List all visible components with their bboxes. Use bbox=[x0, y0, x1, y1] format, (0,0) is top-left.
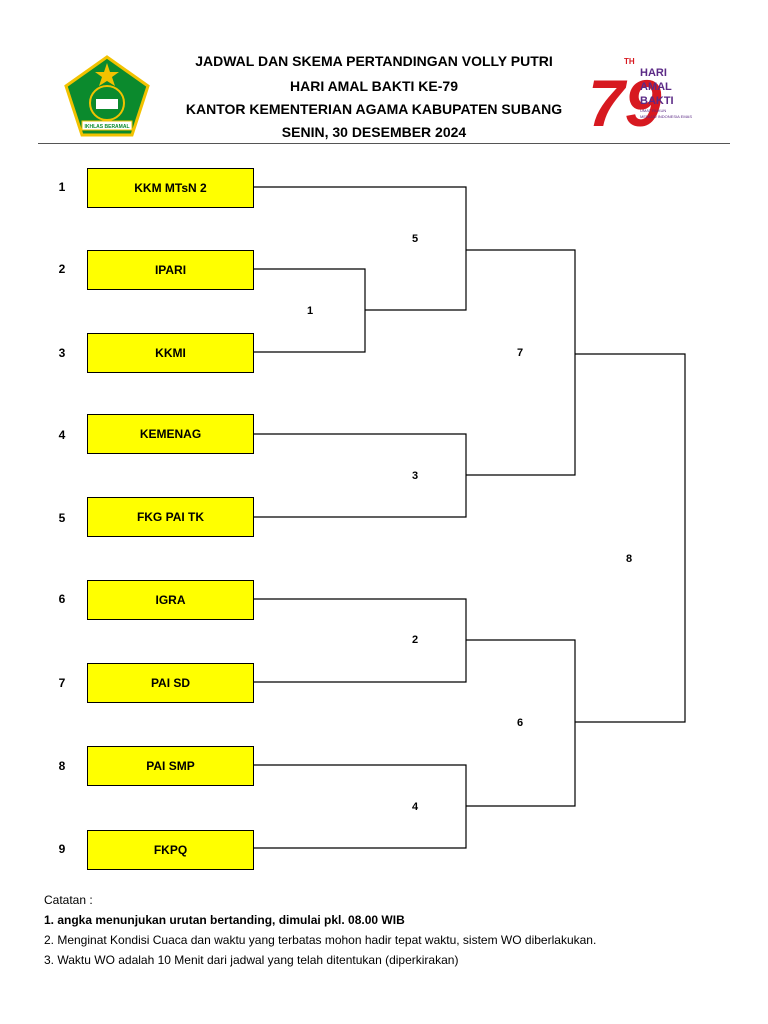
match-5-connector bbox=[254, 186, 467, 311]
team-number-4: 4 bbox=[58, 428, 66, 442]
match-label-2: 2 bbox=[412, 634, 419, 646]
logo-circle bbox=[89, 85, 125, 121]
match-label-1: 1 bbox=[307, 305, 314, 317]
hab-79-logo: 79 TH HARI AMAL BAKTI UMAT RUKUN MENUJU … bbox=[588, 57, 692, 138]
logo-amal: AMAL bbox=[640, 81, 672, 93]
note-2: 2. Menginat Kondisi Cuaca dan waktu yang… bbox=[44, 933, 597, 947]
match-6-connector bbox=[466, 639, 576, 807]
header-divider bbox=[38, 143, 730, 144]
team-box-7: PAI SD bbox=[87, 663, 254, 703]
match-label-8: 8 bbox=[626, 553, 633, 565]
match-3-connector bbox=[254, 433, 467, 518]
team-number-7: 7 bbox=[58, 676, 66, 690]
title-line-3: KANTOR KEMENTERIAN AGAMA KABUPATEN SUBAN… bbox=[185, 101, 563, 117]
match-label-4: 4 bbox=[412, 801, 419, 813]
kemenag-logo: IKHLAS BERAMAL bbox=[64, 55, 150, 137]
team-number-1: 1 bbox=[58, 180, 66, 194]
logo-star bbox=[95, 63, 119, 86]
team-number-6: 6 bbox=[58, 592, 66, 606]
match-label-3: 3 bbox=[412, 470, 419, 482]
title-line-1: JADWAL DAN SKEMA PERTANDINGAN VOLLY PUTR… bbox=[195, 53, 553, 69]
match-7-connector bbox=[466, 249, 576, 476]
team-box-6: IGRA bbox=[87, 580, 254, 620]
title-line-2: HARI AMAL BAKTI KE-79 bbox=[289, 78, 458, 94]
notes-section: Catatan : 1. angka menunjukan urutan ber… bbox=[44, 890, 596, 970]
logo-motto: IKHLAS BERAMAL bbox=[85, 124, 130, 130]
match-label-7: 7 bbox=[517, 347, 524, 359]
match-8-connector bbox=[575, 353, 686, 723]
team-box-9: FKPQ bbox=[87, 830, 254, 870]
team-box-4: KEMENAG bbox=[87, 414, 254, 454]
logo-tagline-2: MENUJU INDONESIA EMAS bbox=[640, 114, 692, 119]
note-1: 1. angka menunjukan urutan bertanding, d… bbox=[44, 913, 405, 927]
match-4-connector bbox=[254, 764, 467, 849]
team-box-8: PAI SMP bbox=[87, 746, 254, 786]
team-number-9: 9 bbox=[58, 842, 66, 856]
team-box-3: KKMI bbox=[87, 333, 254, 373]
logo-pentagon bbox=[64, 55, 150, 137]
team-box-1: KKM MTsN 2 bbox=[87, 168, 254, 208]
team-box-2: IPARI bbox=[87, 250, 254, 290]
team-number-3: 3 bbox=[58, 346, 66, 360]
logo-th: TH bbox=[624, 57, 635, 66]
logo-book bbox=[96, 99, 118, 109]
team-number-8: 8 bbox=[58, 759, 66, 773]
logo-bakti: BAKTI bbox=[640, 95, 674, 107]
logo-tagline-1: UMAT RUKUN bbox=[640, 108, 666, 113]
note-3: 3. Waktu WO adalah 10 Menit dari jadwal … bbox=[44, 953, 459, 967]
logo-79: 79 bbox=[588, 66, 662, 138]
notes-title: Catatan : bbox=[44, 893, 93, 907]
match-label-5: 5 bbox=[412, 233, 419, 245]
team-box-5: FKG PAI TK bbox=[87, 497, 254, 537]
team-number-2: 2 bbox=[58, 262, 66, 276]
match-2-connector bbox=[254, 598, 467, 683]
match-label-6: 6 bbox=[517, 717, 524, 729]
logo-hari: HARI bbox=[640, 67, 667, 79]
team-number-5: 5 bbox=[58, 511, 66, 525]
title-line-4: SENIN, 30 DESEMBER 2024 bbox=[281, 124, 467, 140]
